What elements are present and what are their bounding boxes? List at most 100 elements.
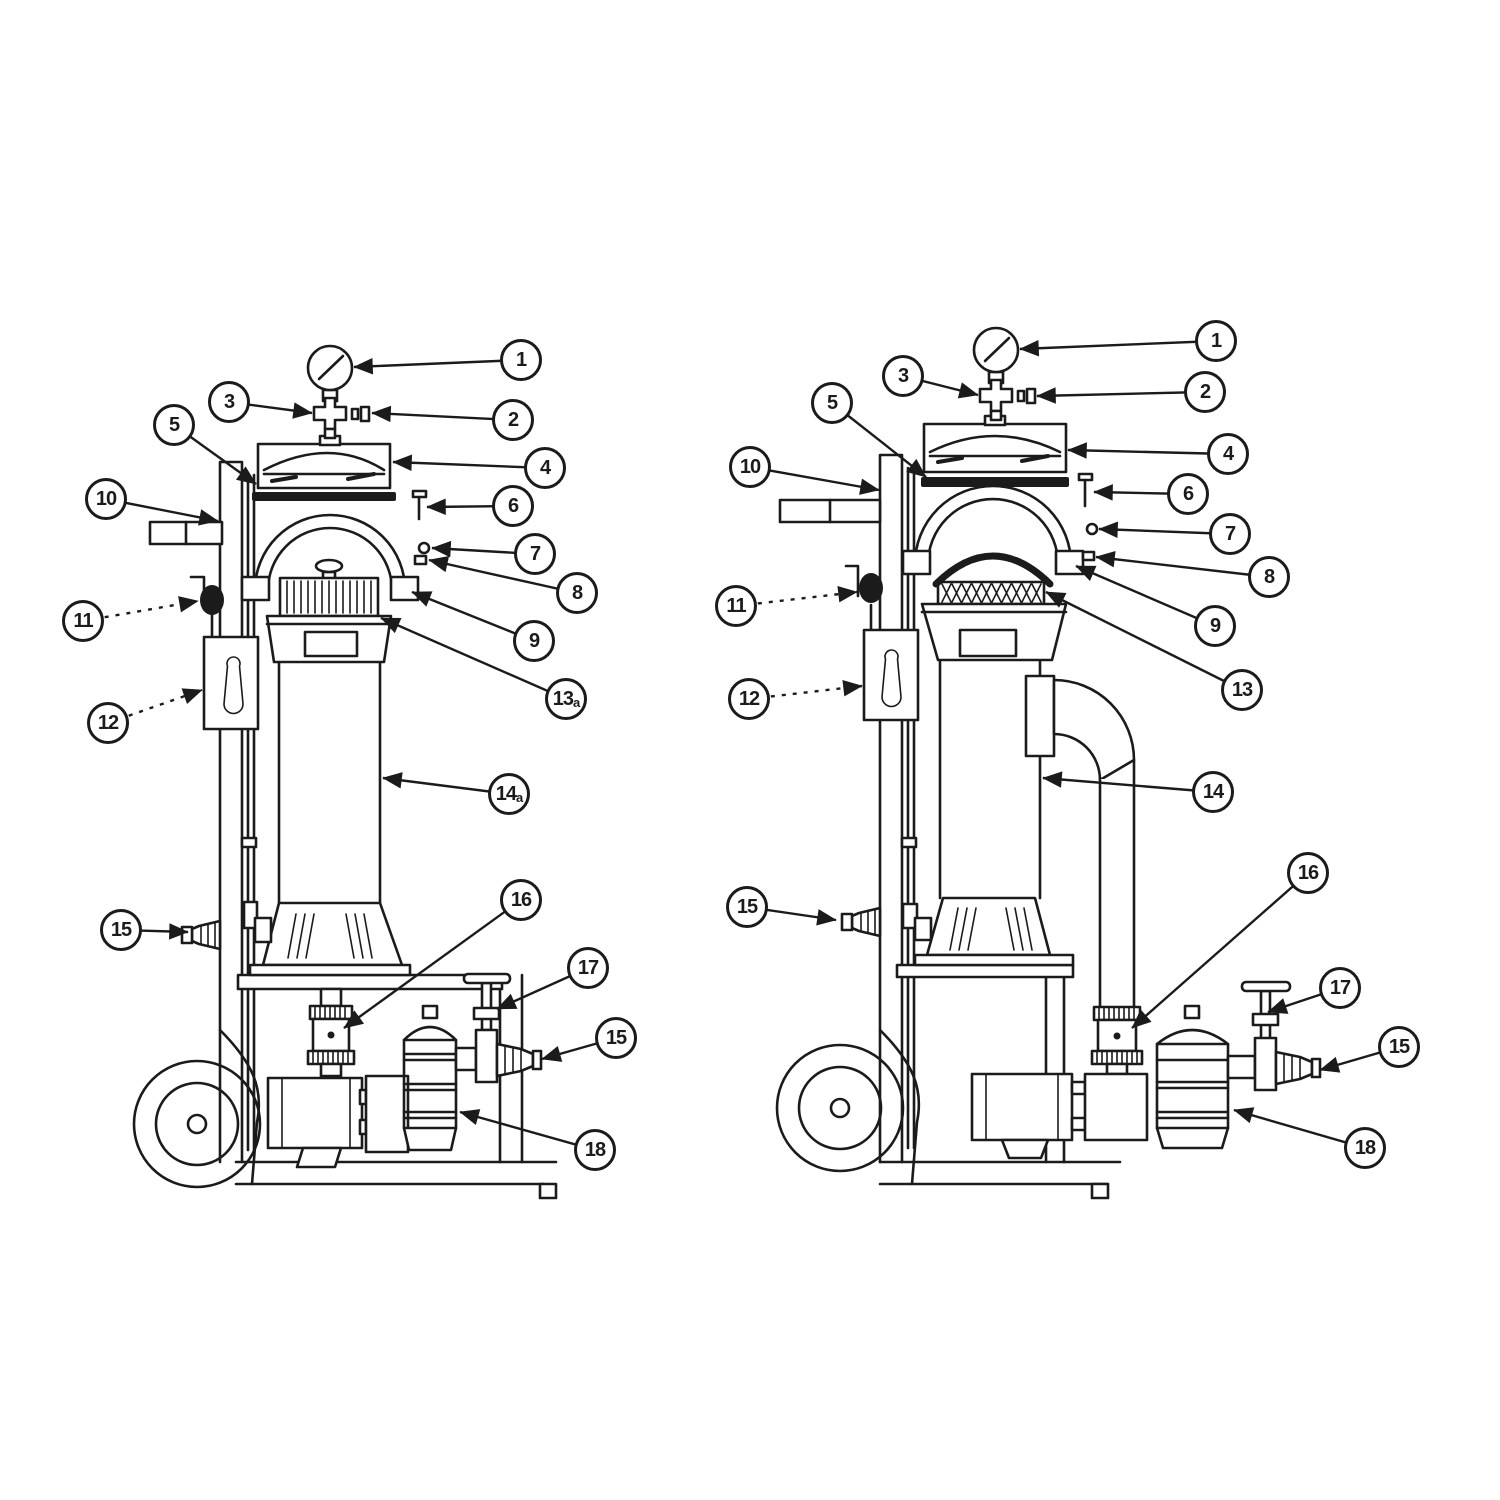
clamp-nut bbox=[1085, 522, 1099, 536]
callout-left-9: 9 bbox=[513, 620, 555, 662]
callout-right-5: 5 bbox=[811, 382, 853, 424]
gauge-adapter-fitting bbox=[1016, 387, 1037, 405]
callout-left-17: 17 bbox=[567, 947, 609, 989]
callout-number: 6 bbox=[507, 495, 519, 517]
callout-right-8: 8 bbox=[1248, 556, 1290, 598]
callout-number: 8 bbox=[1263, 566, 1275, 588]
lid-seal-oring bbox=[252, 492, 396, 501]
callout-number: 2 bbox=[1199, 381, 1211, 403]
pump-strainer-pot bbox=[1155, 1004, 1230, 1150]
callout-number: 3 bbox=[897, 365, 909, 387]
callout-number: 4 bbox=[539, 457, 551, 479]
label-plate bbox=[958, 628, 1018, 658]
callout-number: 1 bbox=[1210, 330, 1222, 352]
callout-number: 2 bbox=[507, 409, 519, 431]
callout-left-2: 2 bbox=[492, 399, 534, 441]
callout-number: 3 bbox=[223, 391, 235, 413]
clamp-nut bbox=[417, 541, 431, 555]
hose-barb-fitting-right bbox=[1274, 1050, 1322, 1086]
callout-suffix: a bbox=[573, 694, 580, 710]
clamp-washer bbox=[413, 554, 428, 566]
callout-number: 18 bbox=[584, 1139, 606, 1161]
callout-number: 8 bbox=[571, 582, 583, 604]
callout-left-11: 11 bbox=[62, 600, 104, 642]
callout-number: 7 bbox=[529, 543, 541, 565]
callout-right-16: 16 bbox=[1287, 852, 1329, 894]
callout-number: 12 bbox=[738, 688, 760, 710]
callout-number: 15 bbox=[1388, 1036, 1410, 1058]
callout-number: 16 bbox=[1297, 862, 1319, 884]
callout-left-4: 4 bbox=[524, 447, 566, 489]
callout-number: 11 bbox=[73, 610, 93, 632]
callout-number: 14 bbox=[495, 783, 517, 805]
callout-number: 15 bbox=[736, 896, 758, 918]
callout-number: 4 bbox=[1222, 443, 1234, 465]
shutoff-valve bbox=[1226, 980, 1292, 1092]
pressure-gauge bbox=[306, 344, 354, 403]
callout-number: 15 bbox=[110, 919, 132, 941]
tank-collar bbox=[920, 602, 1068, 662]
callout-left-5: 5 bbox=[153, 404, 195, 446]
clamp-bolt bbox=[1077, 472, 1094, 508]
hose-barb-fitting-left bbox=[840, 902, 933, 942]
callout-right-14: 14 bbox=[1192, 771, 1234, 813]
union-fitting bbox=[306, 987, 356, 1078]
callout-right-18: 18 bbox=[1344, 1127, 1386, 1169]
cartridge-top bbox=[278, 558, 380, 618]
callout-number: 13 bbox=[1231, 679, 1253, 701]
cart-wheel bbox=[775, 1043, 905, 1173]
callout-left-7: 7 bbox=[514, 533, 556, 575]
callout-right-6: 6 bbox=[1167, 473, 1209, 515]
callout-left-18: 18 bbox=[574, 1129, 616, 1171]
pump-strainer-pot bbox=[402, 1004, 458, 1152]
hose-barb-fitting-right bbox=[495, 1042, 543, 1078]
callout-number: 9 bbox=[1209, 615, 1221, 637]
callout-number: 14 bbox=[1202, 781, 1224, 803]
callout-number: 5 bbox=[168, 414, 180, 436]
right-cart-filter-drawing bbox=[735, 326, 1400, 1200]
callout-number: 12 bbox=[97, 712, 119, 734]
callout-number: 6 bbox=[1182, 483, 1194, 505]
lid-clamp-handle bbox=[901, 484, 1085, 576]
callout-left-3: 3 bbox=[208, 381, 250, 423]
cart-wheel bbox=[132, 1059, 262, 1189]
callout-left-15: 15 bbox=[100, 909, 142, 951]
callout-number: 16 bbox=[510, 889, 532, 911]
callout-right-13: 13 bbox=[1221, 669, 1263, 711]
filter-tank-body bbox=[248, 660, 412, 977]
cross-fitting bbox=[312, 396, 348, 440]
pump-motor-assembly bbox=[266, 1074, 410, 1169]
callout-right-10: 10 bbox=[729, 446, 771, 488]
clamp-bolt bbox=[411, 489, 428, 521]
callout-right-15-2: 15 bbox=[1378, 1026, 1420, 1068]
callout-number: 17 bbox=[577, 957, 599, 979]
mounting-bracket bbox=[862, 628, 920, 722]
callout-leader-lines bbox=[735, 339, 1400, 1150]
union-fitting bbox=[1090, 1005, 1144, 1076]
callout-right-3: 3 bbox=[882, 355, 924, 397]
label-plate bbox=[303, 630, 359, 658]
callout-right-4: 4 bbox=[1207, 433, 1249, 475]
callout-left-15-2: 15 bbox=[595, 1017, 637, 1059]
callout-number: 5 bbox=[826, 392, 838, 414]
clamp-washer bbox=[1081, 550, 1096, 562]
callout-number: 18 bbox=[1354, 1137, 1376, 1159]
outlet-elbow-pipe bbox=[1024, 674, 1136, 1009]
hose-barb-fitting-left bbox=[180, 900, 273, 951]
pump-motor-assembly bbox=[970, 1072, 1149, 1160]
left-cart-filter-drawing bbox=[82, 344, 617, 1200]
callout-left-16: 16 bbox=[500, 879, 542, 921]
callout-number: 9 bbox=[528, 630, 540, 652]
callout-left-1: 1 bbox=[500, 339, 542, 381]
callout-suffix: a bbox=[516, 789, 523, 805]
cart-frame bbox=[778, 453, 1122, 1200]
callout-right-11: 11 bbox=[715, 585, 757, 627]
pressure-gauge bbox=[972, 326, 1020, 385]
callout-number: 11 bbox=[726, 595, 746, 617]
callout-number: 1 bbox=[515, 349, 527, 371]
callout-number: 10 bbox=[95, 488, 117, 510]
callout-number: 15 bbox=[605, 1027, 627, 1049]
gauge-adapter-fitting bbox=[350, 405, 371, 423]
